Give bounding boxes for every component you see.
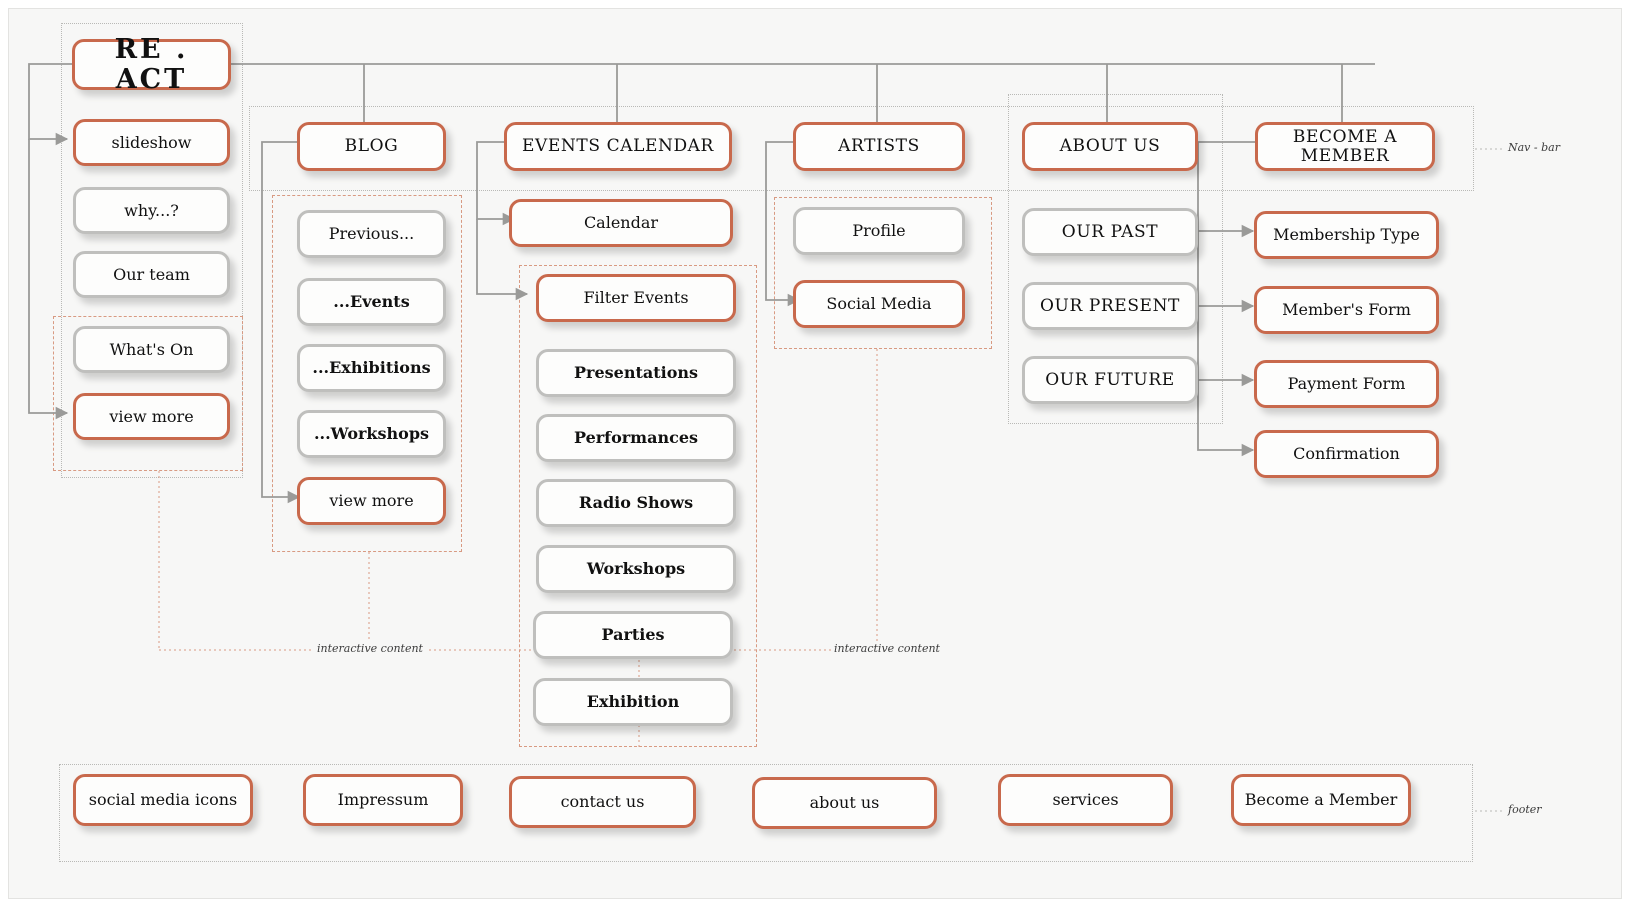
node-blog-workshops[interactable]: ...Workshops	[297, 410, 446, 458]
node-blog-view-more[interactable]: view more	[297, 477, 446, 525]
node-footer-impressum[interactable]: Impressum	[303, 774, 463, 826]
node-exhibition[interactable]: Exhibition	[533, 678, 733, 726]
node-slideshow[interactable]: slideshow	[73, 119, 230, 166]
node-blog-previous[interactable]: Previous...	[297, 210, 446, 258]
annotation-footer: footer	[1505, 803, 1545, 816]
node-social-media[interactable]: Social Media	[793, 280, 965, 328]
frame-events-interactive	[519, 265, 757, 747]
node-blog-exhibitions[interactable]: ...Exhibitions	[297, 344, 446, 392]
node-nav-events-calendar[interactable]: EVENTS CALENDAR	[504, 122, 732, 171]
node-our-past[interactable]: OUR PAST	[1022, 208, 1198, 256]
annotation-interactive-left: interactive content	[314, 642, 426, 655]
node-logo[interactable]: RE . ACT	[72, 34, 231, 94]
frame-nav-bar	[249, 106, 1474, 191]
node-calendar[interactable]: Calendar	[509, 199, 733, 247]
node-home-view-more[interactable]: view more	[73, 393, 230, 440]
node-nav-about-us[interactable]: ABOUT US	[1022, 122, 1198, 171]
node-nav-blog[interactable]: BLOG	[297, 122, 446, 171]
node-confirmation[interactable]: Confirmation	[1254, 430, 1439, 478]
node-events-workshops[interactable]: Workshops	[536, 545, 736, 593]
node-presentations[interactable]: Presentations	[536, 349, 736, 397]
node-nav-artists[interactable]: ARTISTS	[793, 122, 965, 171]
node-footer-become-a-member[interactable]: Become a Member	[1231, 774, 1411, 826]
node-parties[interactable]: Parties	[533, 611, 733, 659]
node-footer-social-media-icons[interactable]: social media icons	[73, 774, 253, 826]
frame-footer	[59, 764, 1473, 862]
annotation-interactive-right: interactive content	[831, 642, 943, 655]
node-payment-form[interactable]: Payment Form	[1254, 360, 1439, 408]
node-nav-become-a-member[interactable]: BECOME A MEMBER	[1255, 122, 1435, 171]
sitemap-canvas: RE . ACT slideshow why...? Our team What…	[8, 8, 1622, 899]
node-footer-about-us[interactable]: about us	[752, 777, 937, 829]
node-whats-on[interactable]: What's On	[73, 326, 230, 373]
node-blog-events[interactable]: ...Events	[297, 278, 446, 326]
node-our-team[interactable]: Our team	[73, 251, 230, 298]
node-members-form[interactable]: Member's Form	[1254, 286, 1439, 334]
node-footer-services[interactable]: services	[998, 774, 1173, 826]
node-footer-contact-us[interactable]: contact us	[509, 776, 696, 828]
node-why[interactable]: why...?	[73, 187, 230, 234]
node-filter-events[interactable]: Filter Events	[536, 274, 736, 322]
node-performances[interactable]: Performances	[536, 414, 736, 462]
node-our-present[interactable]: OUR PRESENT	[1022, 282, 1198, 330]
node-our-future[interactable]: OUR FUTURE	[1022, 356, 1198, 404]
node-radio-shows[interactable]: Radio Shows	[536, 479, 736, 527]
annotation-nav-bar: Nav - bar	[1505, 141, 1563, 154]
node-profile[interactable]: Profile	[793, 207, 965, 255]
node-membership-type[interactable]: Membership Type	[1254, 211, 1439, 259]
